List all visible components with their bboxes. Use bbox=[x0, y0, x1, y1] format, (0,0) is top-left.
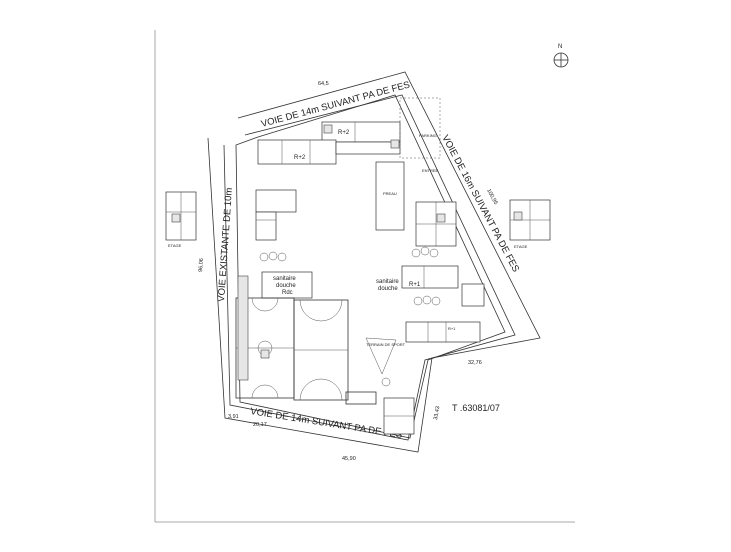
parcel-boundary bbox=[235, 94, 506, 439]
label-r2-upper: R+2 bbox=[338, 130, 350, 136]
tree-cluster-lower-right bbox=[413, 295, 441, 306]
preau-block: PREAU bbox=[375, 161, 405, 231]
label-sanitaire-rdc-1: sanitaire bbox=[273, 276, 296, 282]
north-label: N bbox=[558, 44, 562, 50]
building-left-block bbox=[255, 189, 297, 241]
building-r2-lower: R+2 bbox=[257, 139, 401, 165]
tree-cluster-left bbox=[259, 251, 287, 262]
north-arrow-icon: N bbox=[553, 44, 569, 68]
building-bottom-right bbox=[383, 397, 415, 435]
building-right-annex bbox=[461, 283, 485, 307]
building-right-class-block bbox=[415, 201, 457, 247]
terrain-sport-area bbox=[365, 337, 397, 375]
dim-top: 64,5 bbox=[318, 81, 329, 87]
dim-bottom-long: 45,90 bbox=[342, 456, 356, 462]
dim-bottom-left: 3,91 bbox=[228, 414, 239, 420]
sports-court-right bbox=[293, 299, 349, 401]
sanitaire-rdc-block: sanitaire douche Rdc bbox=[261, 271, 313, 299]
label-sanitaire-r1-2: douche bbox=[378, 286, 398, 292]
label-sanitaire-rdc-2: douche bbox=[276, 283, 296, 289]
dim-left: 96,06 bbox=[198, 258, 205, 272]
title-block: T .63081/07 bbox=[452, 403, 500, 413]
tree-cluster-right bbox=[411, 246, 439, 258]
label-r2-lower: R+2 bbox=[294, 155, 306, 161]
bleachers bbox=[237, 275, 249, 381]
label-sanitaire-r1-1: sanitaire bbox=[376, 279, 399, 285]
label-sanitaire-rdc-3: Rdc bbox=[282, 290, 293, 296]
label-r1-small: R+1 bbox=[448, 326, 456, 331]
street-label-left: VOIE EXISTANTE DE 10m bbox=[216, 187, 235, 302]
sanitaire-r1-label: sanitaire douche bbox=[376, 279, 399, 292]
label-etage-left: ETAGE bbox=[168, 243, 182, 248]
dim-bottom-mid: 20,17 bbox=[253, 422, 267, 428]
label-terrain: TERRAIN DE SPORT bbox=[366, 342, 406, 347]
dim-right-small: 33,43 bbox=[433, 406, 441, 421]
plan-etage-right: ETAGE bbox=[509, 199, 551, 249]
label-parking: PARKING bbox=[419, 133, 437, 138]
bottom-court bbox=[345, 391, 377, 405]
street-inner-boundary bbox=[223, 94, 516, 441]
label-preau: PREAU bbox=[383, 191, 397, 196]
building-r1-block: R+1 bbox=[401, 265, 459, 289]
label-r1: R+1 bbox=[409, 282, 421, 288]
parking-area bbox=[399, 97, 441, 159]
label-etage-right: ETAGE bbox=[514, 244, 528, 249]
building-r2-upper: R+2 bbox=[321, 121, 401, 143]
building-lower-right-block: R+1 bbox=[405, 321, 481, 343]
plan-etage-left: ETAGE bbox=[165, 191, 197, 248]
marker-circle bbox=[381, 377, 391, 387]
label-entree: ENTREE bbox=[422, 168, 439, 173]
dim-right-bottom: 32,76 bbox=[468, 360, 482, 366]
